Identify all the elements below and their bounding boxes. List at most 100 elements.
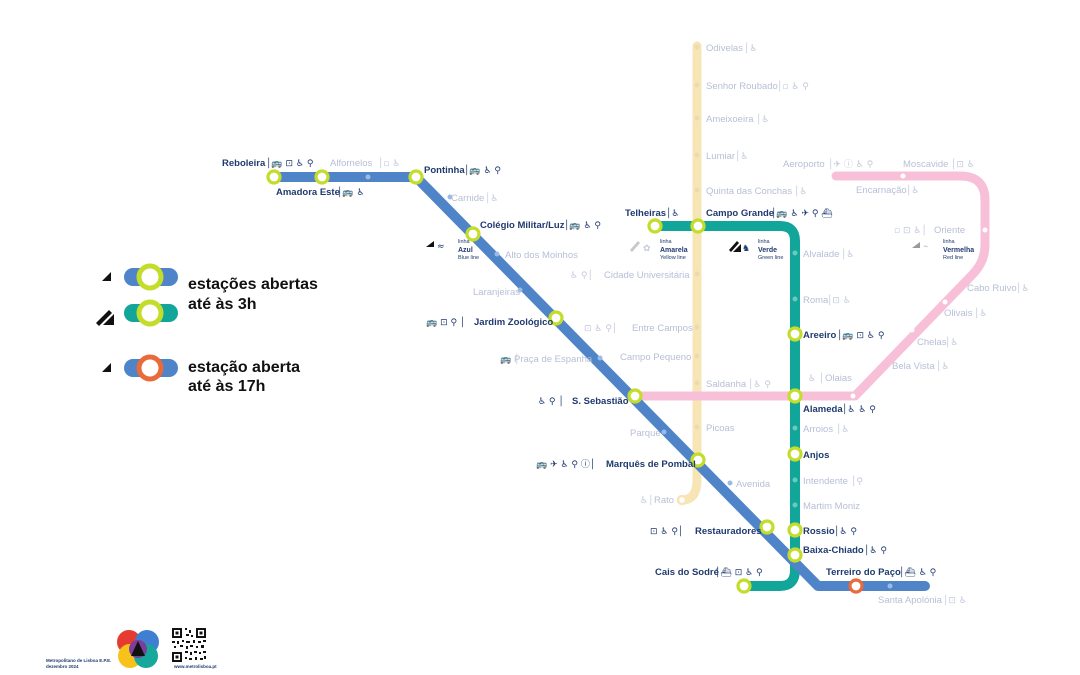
label-oriente: Oriente bbox=[934, 225, 965, 236]
label-olivais: Olivais bbox=[944, 308, 973, 319]
station-ring-anjos bbox=[787, 446, 803, 462]
open-stations-3h bbox=[266, 169, 803, 594]
label-arroios: Arroios bbox=[803, 424, 833, 435]
label-marques-pombal: Marquês de Pombal bbox=[606, 459, 696, 470]
label-olaias: Olaias bbox=[825, 373, 852, 384]
footer-org-line2: dezembro 2024 bbox=[46, 664, 79, 669]
label-entre-campos: Entre Campos bbox=[632, 323, 693, 334]
wheelchair-icon: │🚌 ♿ bbox=[337, 186, 365, 198]
label-alfornelos: Alfornelos bbox=[330, 158, 372, 169]
wheelchair-icon: │♿ bbox=[1016, 282, 1030, 294]
wheelchair-icon: │♿ bbox=[945, 336, 959, 348]
label-telheiras: Telheiras bbox=[625, 208, 666, 219]
station-ring-areeiro bbox=[787, 326, 803, 342]
yellow-line-tag: ✿ linha Amarela Yellow line bbox=[630, 239, 688, 261]
label-picoas: Picoas bbox=[706, 423, 735, 434]
wheelchair-icon: ♿ ⚲ │ bbox=[538, 395, 564, 407]
wheelchair-icon: │♿ bbox=[735, 150, 749, 162]
bicycle-icon: │⚲ bbox=[851, 475, 863, 487]
label-intendente: Intendente bbox=[803, 476, 848, 487]
bus-icon: │🚌 ⊡ ♿ ⚲ bbox=[837, 329, 885, 341]
legend-green-mark-1 bbox=[96, 310, 112, 326]
station-ring-rossio bbox=[787, 522, 803, 538]
legend-green-mark-2 bbox=[103, 314, 114, 325]
wheelchair-icon: │♿ bbox=[836, 423, 850, 435]
svg-text:linha: linha bbox=[943, 239, 956, 245]
ferry-icon: │⛴ ♿ ⚲ bbox=[899, 566, 937, 578]
label-alto-moinhos: Alto dos Moinhos bbox=[505, 250, 578, 261]
green-line-icon: ♞ bbox=[742, 244, 750, 254]
svg-text:Blue line: Blue line bbox=[458, 255, 479, 261]
label-reboleira: Reboleira bbox=[222, 158, 266, 169]
legend-orange-ring bbox=[136, 354, 164, 382]
blue-line-tag: ≈ linha Azul Blue line bbox=[426, 239, 479, 261]
label-alameda: Alameda bbox=[803, 404, 843, 415]
label-quinta-conchas: Quinta das Conchas bbox=[706, 186, 792, 197]
wheelchair-icon: │♿ bbox=[794, 185, 808, 197]
svg-text:Green line: Green line bbox=[758, 255, 783, 261]
label-santa-apolonia: Santa Apolónia bbox=[878, 595, 943, 606]
bus-icon: │🚌 ♿ ✈ ⚲ ⛴ bbox=[771, 207, 833, 219]
station-ring-terreiro-paco bbox=[848, 578, 864, 594]
bus-icon: │🚌 ♿ ⚲ bbox=[464, 164, 501, 176]
label-alvalade: Alvalade bbox=[803, 249, 839, 260]
wheelchair-icon: │♿ bbox=[666, 207, 680, 219]
label-carnide: Carnide bbox=[451, 193, 484, 204]
bus-icon: │▫ ♿ ⚲ bbox=[777, 80, 809, 92]
wheelchair-icon: │♿ bbox=[485, 192, 499, 204]
train-icon: ⊡ ♿ ⚲│ bbox=[584, 322, 617, 334]
label-amadora-este: Amadora Este bbox=[276, 187, 340, 198]
train-icon: ⊡ ♿ ⚲│ bbox=[650, 525, 683, 537]
red-line-tag: ⌁ linha Vermelha Red line bbox=[912, 239, 974, 261]
legend-open-17h-line2: até às 17h bbox=[188, 378, 265, 395]
label-jardim-zoologico: Jardim Zoológico bbox=[474, 317, 553, 328]
wheelchair-icon: ♿│ bbox=[640, 494, 654, 506]
label-pontinha: Pontinha bbox=[424, 165, 465, 176]
airplane-icon: │✈ ⓘ ♿ ⚲ bbox=[828, 158, 874, 170]
label-lumiar: Lumiar bbox=[706, 151, 735, 162]
wheelchair-icon: │♿ bbox=[936, 360, 950, 372]
label-odivelas: Odivelas bbox=[706, 43, 743, 54]
wheelchair-icon: │♿ ⚲ bbox=[834, 525, 857, 537]
label-baixa-chiado: Baixa-Chiado bbox=[803, 545, 864, 556]
svg-text:linha: linha bbox=[660, 239, 673, 245]
svg-text:Red line: Red line bbox=[943, 255, 963, 261]
label-s-sebastiao: S. Sebastião bbox=[572, 396, 629, 407]
svg-text:Amarela: Amarela bbox=[660, 247, 688, 254]
metro-logo bbox=[117, 630, 159, 668]
wheelchair-icon: │♿ ⚲ bbox=[864, 544, 887, 556]
station-ring-cais-sodre bbox=[736, 578, 752, 594]
label-areeiro: Areeiro bbox=[803, 330, 836, 341]
label-aeroporto: Aeroporto bbox=[783, 159, 825, 170]
station-ring-baixa-chiado bbox=[787, 547, 803, 563]
svg-text:linha: linha bbox=[458, 239, 471, 245]
svg-text:Yellow line: Yellow line bbox=[660, 255, 686, 261]
label-avenida: Avenida bbox=[736, 479, 771, 490]
train-icon: │⊡ ♿ bbox=[951, 158, 975, 170]
station-ring-amadora-este bbox=[314, 169, 330, 185]
bus-icon: 🚌 │ bbox=[500, 353, 520, 365]
legend-open-3h-line1: estações abertas bbox=[188, 276, 318, 293]
green-inactive-dots bbox=[792, 250, 798, 508]
svg-text:linha: linha bbox=[758, 239, 771, 245]
qr-code[interactable]: www.metrolisboa.pt bbox=[172, 628, 217, 669]
train-icon: │⊡ ♿ bbox=[827, 294, 851, 306]
label-cabo-ruivo: Cabo Ruivo bbox=[967, 283, 1017, 294]
station-ring-jardim-zoologico bbox=[548, 310, 564, 326]
legend-green-ring bbox=[136, 299, 164, 327]
bus-icon: │🚌 ♿ ⚲ bbox=[564, 219, 601, 231]
label-martim-moniz: Martim Moniz bbox=[803, 501, 860, 512]
wheelchair-icon: │▫ ♿ bbox=[378, 157, 400, 169]
blue-line-track bbox=[269, 172, 930, 591]
wheelchair-icon: │♿ bbox=[906, 184, 920, 196]
footer: Metropolitano de Lisboa E.P.E. dezembro … bbox=[46, 628, 217, 669]
footer-org-line1: Metropolitano de Lisboa E.P.E. bbox=[46, 658, 111, 663]
label-colegio-militar: Colégio Militar/Luz bbox=[480, 220, 565, 231]
label-cidade-universitaria: Cidade Universitária bbox=[604, 270, 690, 281]
station-ring-s-sebastiao bbox=[627, 388, 643, 404]
svg-text:Vermelha: Vermelha bbox=[943, 247, 974, 254]
green-line-tag: ♞ linha Verde Green line bbox=[729, 239, 783, 261]
label-saldanha: Saldanha bbox=[706, 379, 747, 390]
faded-red-dots bbox=[833, 173, 988, 399]
station-ring-alameda bbox=[787, 388, 803, 404]
